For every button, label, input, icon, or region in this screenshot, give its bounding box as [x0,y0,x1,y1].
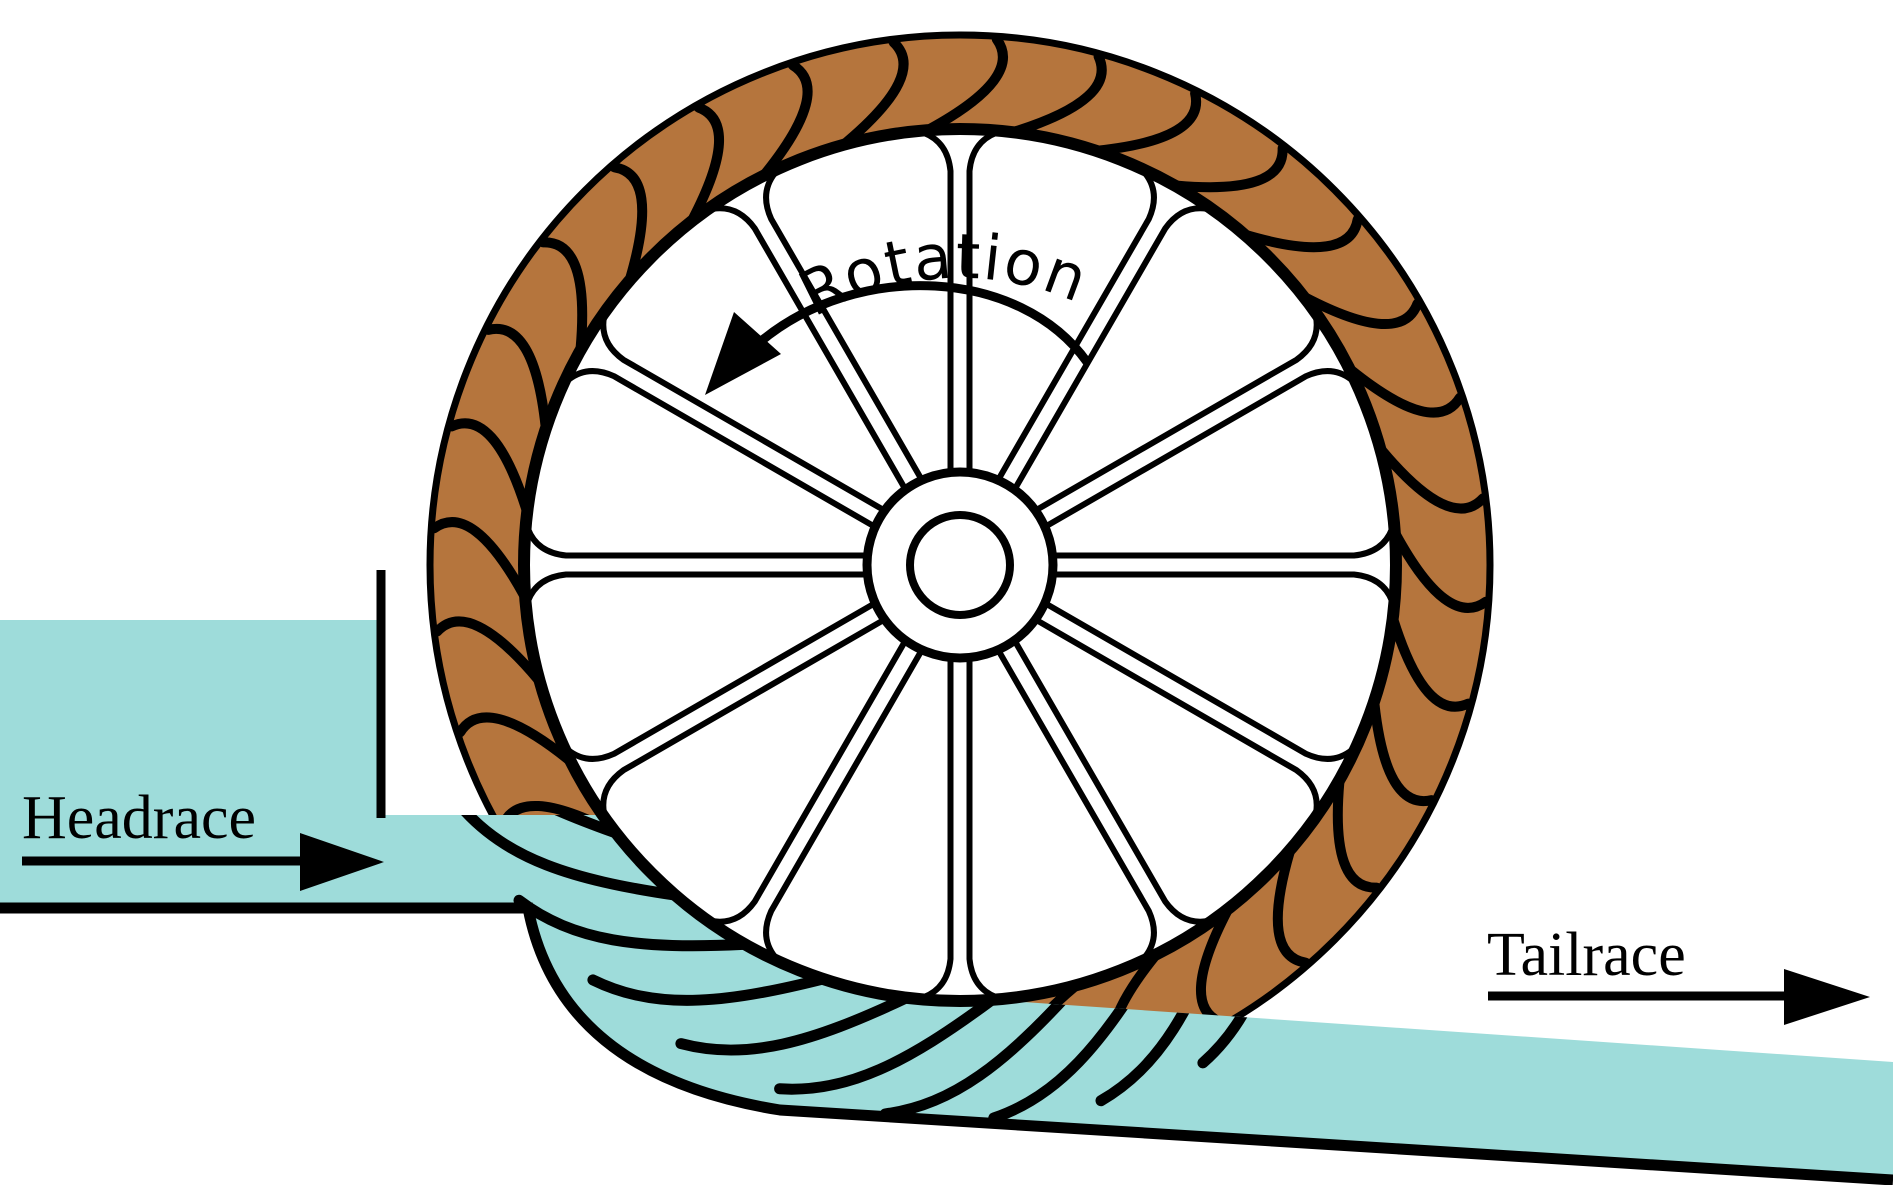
submerged-paddle [587,973,827,1006]
paddle [1388,615,1474,712]
paddle [1300,292,1423,329]
axle [906,511,1014,619]
paddle [538,237,588,354]
paddle [1346,365,1465,418]
submerged-paddle [513,894,749,952]
spoke-line [763,649,924,961]
spoke-line [921,130,954,472]
spoke-line [1053,526,1395,559]
paddle [1171,143,1288,193]
spoke-line [1044,601,1356,762]
spoke-line [564,601,876,762]
paddle [1332,776,1382,893]
paddle [924,34,1008,135]
spoke-line [600,618,885,816]
spoke-line [600,314,885,512]
spoke-line [564,368,876,529]
spoke-line [921,658,954,1000]
paddle [687,102,724,225]
paddle [1241,214,1363,253]
spoke-line [1035,618,1320,816]
paddle [455,712,574,765]
paddle [1390,529,1491,613]
headrace-arrowhead-icon [300,833,384,891]
paddle [432,616,544,685]
spoke-line [709,205,907,490]
submerged-paddle [675,993,911,1056]
tailrace-label: Tailrace [1487,921,1686,989]
paddle [760,60,813,179]
water [0,620,1893,1180]
rotation-arrowhead-icon [705,312,781,395]
paddle [1272,846,1311,968]
spoke-line [1044,368,1356,529]
paddle [840,37,909,149]
submerged-paddle [456,802,679,901]
paddle [483,323,551,432]
spoke-line [1013,205,1211,490]
spoke-line [966,658,999,1000]
hub [862,467,1058,663]
spoke-line [763,169,924,481]
spoke-line [1013,640,1211,925]
paddle [1010,51,1107,137]
tailrace-arrowhead-icon [1784,969,1870,1025]
paddle [1093,88,1202,156]
spoke-line [1035,314,1320,512]
spoke-line [966,130,999,472]
spoke-line [525,526,867,559]
spoke-line [996,649,1157,961]
spoke-line [1053,571,1395,604]
paddle [1376,445,1488,514]
channel-floor-line [0,902,1893,1185]
paddle [429,517,530,601]
rotation-arrow-arc [757,281,1091,365]
headrace-label: Headrace [22,784,256,852]
spokes [525,130,1395,1000]
paddle [446,418,532,515]
submerged-paddle [774,995,996,1095]
spoke-line [525,571,867,604]
paddle [609,162,648,284]
paddle [1369,698,1437,807]
spoke-line [709,640,907,925]
spoke-line [996,169,1157,481]
submerged-paddle [879,981,1081,1120]
